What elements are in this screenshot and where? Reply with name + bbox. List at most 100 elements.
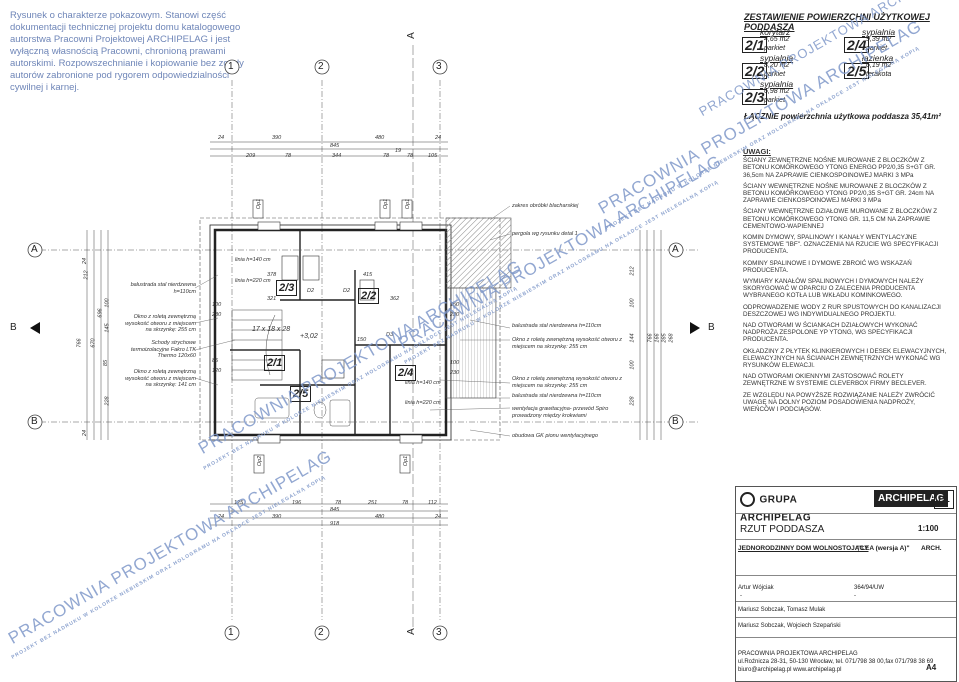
dim-text: 24: [435, 135, 442, 141]
window-label: Op1: [383, 198, 390, 210]
room-floor: parkiet: [764, 97, 786, 104]
dim-text: 378: [267, 272, 277, 278]
archipelag-logo: ARCHIPELAG: [874, 490, 949, 507]
section-marker-right: [690, 322, 700, 334]
room-area: 6,98 m2: [764, 88, 790, 95]
dim-text: 480: [375, 135, 385, 141]
dim-text: 390: [272, 514, 282, 520]
dim-text: 212: [629, 266, 636, 276]
height-line-label: linia h=140 cm: [405, 380, 441, 386]
vent-label: D2: [343, 288, 351, 294]
room-name: korytarz: [760, 27, 791, 37]
building-type: JEDNORODZINNY DOM WOLNOSTOJĄCY: [738, 545, 869, 552]
dim-text: 112: [428, 500, 437, 506]
room-floor: parkiet: [866, 45, 888, 52]
designer-name: Artur Wójciak: [738, 585, 774, 591]
room-name: łazienka: [862, 53, 894, 63]
callout-text: wentylacja grawitacyjna- przewód Spiro p…: [512, 406, 609, 419]
section-label: A: [405, 32, 417, 39]
area-table-title: ZESTAWIENIE POWIERZCHNI UŻYTKOWEJ PODDAS…: [744, 12, 930, 32]
dim-text: 344: [332, 153, 342, 159]
room-number: 2/4: [844, 37, 870, 53]
dim-text: 230: [212, 312, 222, 318]
license-number: 364/94/UW: [854, 585, 885, 591]
dim-text: 845: [330, 507, 340, 513]
room-area: 6,19 m2: [866, 62, 892, 69]
callout-text: balustrada stal nierdzewna h=110cm: [512, 393, 602, 399]
dim-text: 670: [90, 338, 97, 348]
room-number: 2/5: [844, 63, 870, 79]
section-marker-left: [30, 322, 40, 334]
dim-text: 19: [395, 148, 402, 154]
grid-axes: [40, 80, 700, 620]
note-item: ŚCIANY WEWNĘTRZNE DZIAŁOWE MUROWANE Z BL…: [743, 208, 938, 230]
dim-text: 480: [375, 514, 385, 520]
dim-text: 230: [450, 312, 460, 318]
window-label: Op2: [257, 455, 264, 467]
company-address: ul.Roźnicza 28-31, 50-130 Wrocław, tel. …: [738, 659, 934, 665]
callout-text: Okno z roletą zewnętrzną wysokość otworu…: [512, 376, 623, 389]
dim-text: 196: [292, 500, 302, 506]
room-floor: terakota: [866, 71, 892, 78]
company-email: biuro@archipelag.pl www.archipelag.pl: [738, 667, 842, 673]
room-name: sypialnia: [760, 79, 794, 89]
note-item: NAD OTWORAMI W ŚCIANKACH DZIAŁOWYCH WYKO…: [743, 322, 918, 344]
designer-name: Mariusz Sobczak, Wojciech Szepański: [738, 623, 841, 629]
callout-text: obudowa GK pionu wentylacyjnego: [512, 433, 598, 439]
section-label: A: [405, 628, 417, 635]
window-label: Op1: [403, 455, 410, 467]
axis-label: A: [672, 244, 679, 255]
logo-text: GRUPA ARCHIPELAG: [740, 494, 812, 524]
dim-text: 100: [629, 360, 636, 370]
dim-text: 100: [212, 302, 222, 308]
grupa-logo: GRUPA ARCHIPELAG: [740, 491, 852, 523]
dim-text: 415: [363, 272, 373, 278]
note-item: WYMIARY KANAŁÓW SPALINOWYCH I DYMOWYCH N…: [743, 278, 924, 300]
section-label: B: [708, 322, 715, 333]
room-tag: 2/4: [395, 365, 417, 381]
vent-label: D2: [307, 288, 315, 294]
title-block: GRUPA ARCHIPELAG ARCHIPELAG PL RZUT PODD…: [735, 486, 957, 682]
room-area: 9,39 m2: [866, 36, 892, 43]
dim-text: 918: [330, 521, 340, 527]
callout-text: balustrada stal nierdzewna h=110cm: [130, 282, 196, 295]
height-line-label: linia h=220 cm: [235, 278, 271, 284]
axis-label: 3: [436, 61, 442, 72]
callout-text: balustrada stal nierdzewna h=110cm: [512, 323, 602, 329]
drawing-title: RZUT PODDASZA: [740, 524, 825, 535]
callout-text: Okno z roletą zewnętrzną wysokość otworu…: [125, 369, 196, 388]
dim-text: 150: [357, 337, 367, 343]
callout-text: pergola wg rysunku detal 1: [512, 231, 578, 237]
notes-header: UWAGI:: [743, 147, 771, 156]
note-item: OKŁADZINY Z PŁYTEK KLINKIEROWYCH I DESEK…: [743, 347, 947, 370]
room-number: 2/1: [742, 37, 768, 53]
notes-block: UWAGI: ŚCIANY ZEWNĘTRZNE NOŚNE MUROWANE …: [743, 148, 948, 417]
room-area: 4,65 m2: [764, 36, 790, 43]
designer-name: Mariusz Sobczak, Tomasz Mulak: [738, 607, 826, 613]
dim-text: 24: [218, 514, 225, 520]
note-item: ŚCIANY ZEWNĘTRZNE NOŚNE MUROWANE Z BLOCZ…: [743, 157, 936, 179]
window-label: Op1: [256, 198, 263, 210]
leader-lines: [194, 205, 511, 437]
dim-text: 251: [368, 500, 378, 506]
dim-text: 24: [435, 514, 442, 520]
dim-text: 390: [272, 135, 282, 141]
dim-text: 268: [668, 333, 675, 343]
room-name: sypialnia: [760, 53, 794, 63]
room-number: 2/3: [742, 89, 768, 105]
axis-label: A: [31, 244, 38, 255]
dim-text: 78: [335, 500, 342, 506]
area-table: korytarz 2/1 4,65 m2 parkiet sypialnia 2…: [740, 24, 950, 105]
staircase: [231, 309, 283, 381]
dim-text: 78: [285, 153, 292, 159]
roof-outline: [199, 217, 501, 441]
room-tag: 2/5: [290, 386, 312, 402]
note-item: ŚCIANY WEWNĘTRZNE NOŚNE MUROWANE Z BLOCZ…: [743, 182, 934, 205]
dim-text: 145: [104, 323, 111, 333]
dim-text: 150: [450, 302, 460, 308]
dim-text: 212: [83, 270, 90, 280]
dim-text: 766: [647, 333, 654, 343]
drawing-scale: 1:100: [918, 524, 939, 533]
level-label: +3,02: [300, 333, 318, 340]
